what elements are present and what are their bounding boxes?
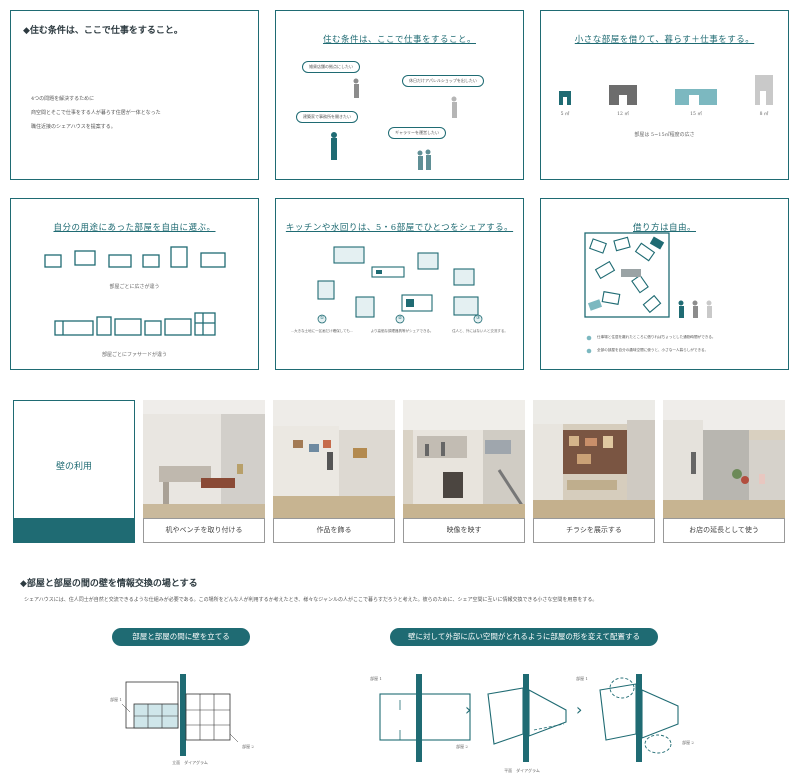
panel-title: 小さな部屋を借りて、暮らす＋仕事をする。 — [574, 35, 755, 45]
model-photo — [533, 400, 655, 518]
speech-bubble: ギャラリーを運営したい — [388, 127, 446, 139]
speech-bubble: 建築家で事務所を開きたい — [296, 111, 358, 123]
method-pill: 部屋と部屋の間に壁を立てる — [112, 628, 250, 646]
photo-caption: お店の延長として使う — [663, 518, 785, 543]
room-size-label: 12 ㎡ — [617, 112, 629, 117]
method-pill: 壁に対して外部に広い空間がとれるように部屋の形を変えて配置する — [390, 628, 658, 646]
concept-line: 商空間とそこで仕事をする人が暮らす住居が一体となった — [31, 110, 161, 116]
wall-use-title-card: 壁の利用 — [13, 400, 135, 543]
room-shapes-illustration — [44, 246, 226, 336]
room-size-label: 5 ㎡ — [560, 112, 570, 117]
room-size-illustration — [559, 75, 773, 105]
panel-choose-room: 自分の用途にあった部屋を自由に選ぶ。 部屋ごとに広さが違う 部屋ごとにファサード… — [10, 198, 259, 370]
shared-note: …大きな土地に一区画だけ確保しても… — [290, 329, 354, 333]
title-card-band — [14, 518, 134, 542]
panel-title: 自分の用途にあった部屋を自由に選ぶ。 — [53, 223, 216, 233]
shared-note: 住人と、外にはない人と交流する。 — [452, 329, 508, 333]
section-heading: ◆部屋と部屋の間の壁を情報交換の場とする — [20, 579, 198, 589]
note-number: ③ — [475, 315, 481, 321]
model-photo — [273, 400, 395, 518]
elevation-diagram — [121, 674, 239, 756]
room-label: 部屋 1 — [110, 697, 122, 702]
next-arrow: › — [576, 700, 583, 719]
person-figures-illustration — [331, 78, 457, 170]
room-size-note: 部屋は 5~15㎡程度の広さ — [634, 132, 695, 138]
diagram-caption: 平面 ダイアグラム — [504, 768, 540, 773]
rental-bullet: 仕事場と住居を離れたところに借りればちょっとした通勤時間ができる。 — [597, 335, 716, 339]
room-label: 部屋 2 — [242, 744, 254, 749]
panel-conditions: 住む条件は、ここで仕事をすること。 雑貨店舗の拠点にしたい 休日だけアパレルショ… — [275, 10, 524, 180]
model-photo — [143, 400, 265, 518]
room-label: 部屋 1 — [370, 676, 382, 681]
photo-caption: 机やベンチを取り付ける — [143, 518, 265, 543]
note-number: ① — [319, 315, 325, 321]
shared-note: より高価な調理器具等がシェアできる。 — [370, 329, 434, 333]
panel-title: 借り方は自由。 — [632, 223, 696, 233]
section-body: シェアハウスには、住人同士が自然と交流できるような仕組みが必要である。この場所を… — [24, 597, 598, 603]
room-plan-illustration — [317, 246, 483, 324]
model-photo — [403, 400, 525, 518]
speech-bubble: 雑貨店舗の拠点にしたい — [302, 61, 360, 73]
panel-title: 住む条件は、ここで仕事をすること。 — [322, 35, 476, 45]
rental-bullet: 全部の部屋を自分の趣味空間に使うと、小さな一人暮らしができる。 — [597, 348, 709, 352]
next-arrow: › — [465, 700, 472, 719]
photo-caption: 映像を映す — [403, 518, 525, 543]
room-caption: 部屋ごとに広さが違う — [109, 284, 160, 290]
concept-line: 職住近接のシェアハウスを提案する。 — [31, 124, 116, 130]
photo-caption: チラシを展示する — [533, 518, 655, 543]
note-number: ② — [397, 315, 403, 321]
panel-rental-freedom: 借り方は自由。 仕事場と住居を離れたところに借りればちょっとした通勤時間ができる… — [540, 198, 789, 370]
panel-shared-kitchen: キッチンや水回りは、5・6部屋でひとつをシェアする。 ① ② ③ …大きな土地に… — [275, 198, 524, 370]
concept-line: 4つの問題を解決するために — [31, 96, 95, 102]
room-caption: 部屋ごとにファサードが違う — [101, 352, 167, 358]
model-photo — [663, 400, 785, 518]
room-label: 部屋 1 — [576, 676, 588, 681]
speech-bubble: 休日だけアパレルショップを出したい — [402, 75, 484, 87]
panel-concept: ◆住む条件は、ここで仕事をすること。 4つの問題を解決するために 商空間とそこで… — [10, 10, 259, 180]
panel-title: キッチンや水回りは、5・6部屋でひとつをシェアする。 — [285, 223, 514, 233]
wall-use-title: 壁の利用 — [55, 462, 92, 472]
room-size-label: 15 ㎡ — [690, 112, 702, 117]
panel-heading: ◆住む条件は、ここで仕事をすること。 — [23, 26, 183, 36]
room-label: 部屋 2 — [682, 740, 694, 745]
room-label: 部屋 2 — [456, 744, 468, 749]
diagram-caption: 立面 ダイアグラム — [172, 760, 208, 765]
panel-small-rooms: 小さな部屋を借りて、暮らす＋仕事をする。 5 ㎡ 12 ㎡ 15 ㎡ 8 ㎡ 部… — [540, 10, 789, 180]
plan-diagram — [379, 674, 679, 762]
photo-caption: 作品を飾る — [273, 518, 395, 543]
room-size-label: 8 ㎡ — [759, 112, 769, 117]
collage-plan-illustration — [584, 232, 712, 354]
